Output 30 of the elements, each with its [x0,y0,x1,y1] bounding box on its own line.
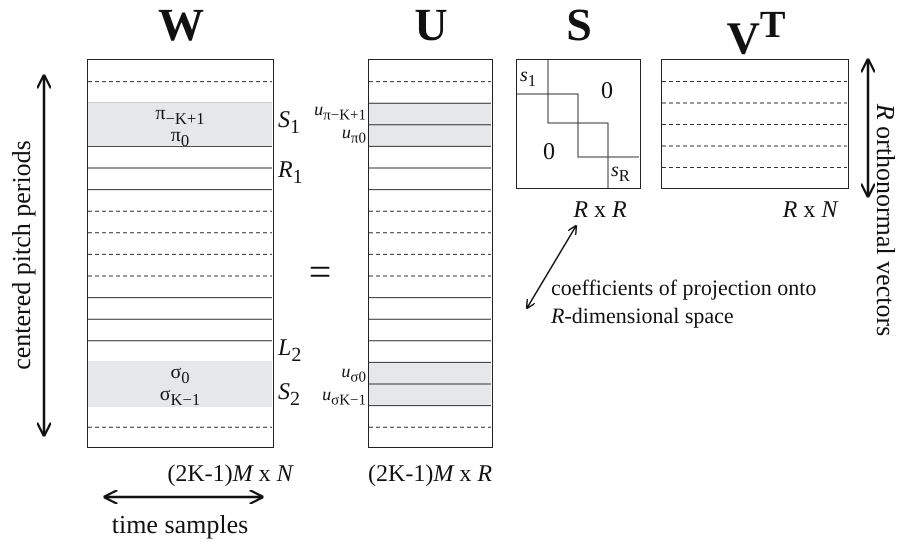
row-label: π$_{−K+1}$ [155,102,205,124]
label: S$_{1}$ [278,106,300,140]
shaded-row [88,103,272,125]
row-label: σ$_{0}$ [170,361,190,384]
matrix-entry: s$_{R}$ [611,158,630,187]
annotation-text: coefficients of projection onto R-dimensional space [551,274,831,330]
shaded-row [88,124,272,146]
dimension-label: R x N [782,196,838,224]
dimension-label: (2K-1)M x N [167,460,293,488]
matrix-title: W [158,0,204,50]
shaded-row [88,384,272,406]
label: S$_{2}$ [278,378,300,412]
label: R$_{1}$ [278,156,303,190]
label: time samples [112,510,248,540]
equals-sign: = [308,250,332,294]
label: L$_{2}$ [278,334,302,368]
row-label: π$_{0}$ [170,124,190,146]
arrow [526,224,578,310]
matrix-title: V$^{T}$ [726,3,786,64]
dimension-label: (2K-1)M x R [368,460,492,488]
shaded-row [88,362,272,384]
axis-label: R orthonormal vectors [870,104,900,336]
dimension-label: R x R [573,196,627,224]
matrix-title: U [414,0,448,50]
axis-label: centered pitch periods [7,140,37,370]
matrix-entry: 0 [601,77,613,105]
matrix-entry: 0 [543,138,555,166]
matrix-entry: s$_{1}$ [520,63,536,92]
matrix-title: S [566,0,592,50]
row-label: σ$_{K−1}$ [160,383,200,405]
